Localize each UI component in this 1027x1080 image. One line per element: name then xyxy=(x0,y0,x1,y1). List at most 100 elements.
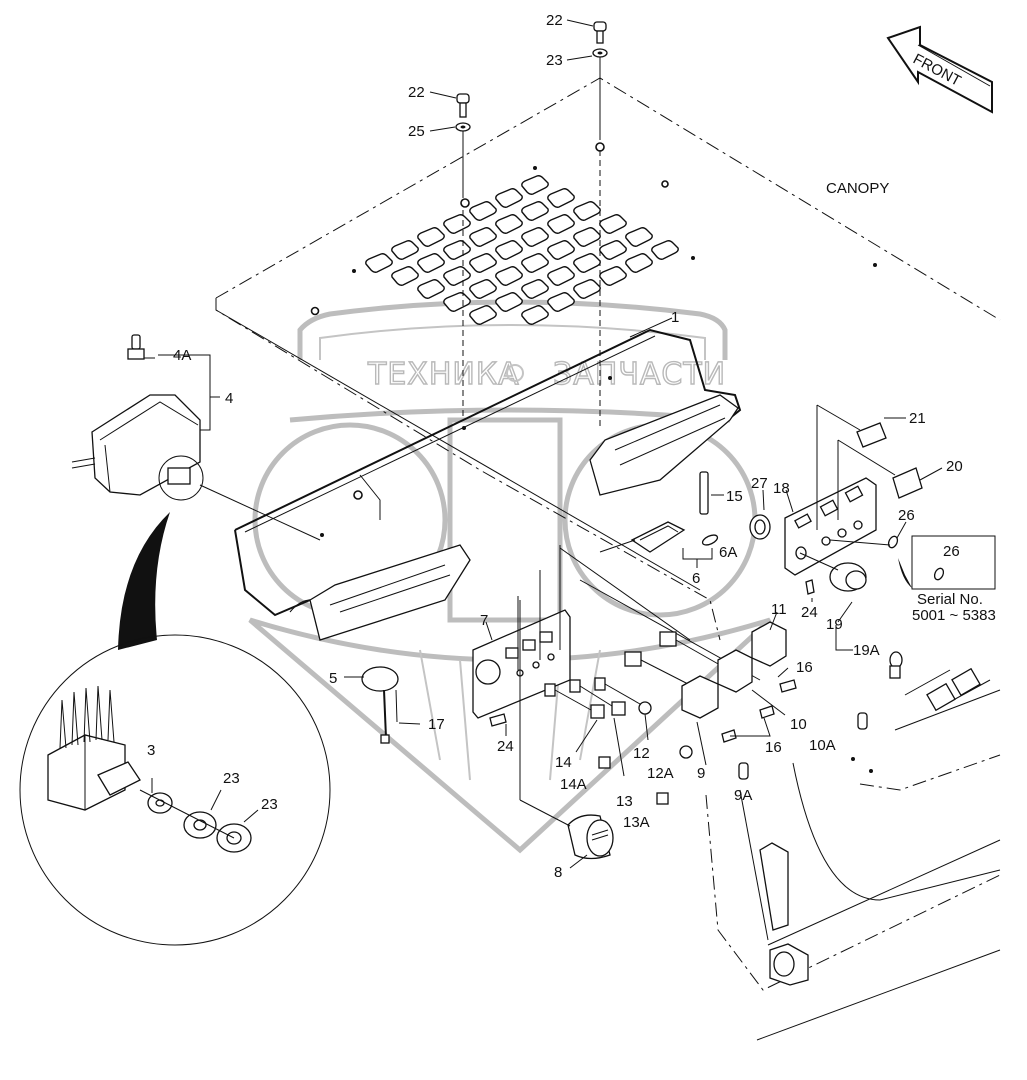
canopy-outline: CANOPY xyxy=(215,77,1001,641)
vent-slot xyxy=(443,266,471,286)
lamp-bulb-icon xyxy=(127,334,155,360)
serial-note-box: 26 Serial No. 5001 ~ 5383 xyxy=(898,535,996,624)
ignition-switch-19 xyxy=(799,552,867,592)
callout-6a: 6A xyxy=(719,544,737,561)
vent-slot xyxy=(573,227,601,247)
callout-18: 18 xyxy=(773,480,790,497)
relays xyxy=(681,621,787,719)
vent-slot xyxy=(443,240,471,260)
callout-26: 26 xyxy=(898,507,915,524)
vent-slot xyxy=(547,292,575,312)
vent-slot xyxy=(495,240,523,260)
vent-slot xyxy=(547,266,575,286)
vent-slot xyxy=(599,214,627,234)
callout-6: 6 xyxy=(692,570,700,587)
callout-12: 12 xyxy=(633,745,650,762)
callout-27: 27 xyxy=(751,475,768,492)
vent-slot xyxy=(625,253,653,273)
vent-slot xyxy=(495,292,523,312)
callout-17: 17 xyxy=(428,716,445,733)
callout-19: 19 xyxy=(826,616,843,633)
callout-14: 14 xyxy=(555,754,572,771)
serial-note-line1: Serial No. xyxy=(917,591,983,608)
vent-slot xyxy=(573,201,601,221)
callout-13: 13 xyxy=(616,793,633,810)
callout-10: 10 xyxy=(790,716,807,733)
callout-25: 25 xyxy=(408,123,425,140)
key-19a-icon xyxy=(889,651,903,679)
canopy-label: CANOPY xyxy=(826,180,889,197)
vent-slot xyxy=(443,292,471,312)
vent-slot xyxy=(417,279,445,299)
vent-slot xyxy=(417,227,445,247)
callout-4: 4 xyxy=(225,390,233,407)
bolt-22-left xyxy=(455,93,471,420)
vent-slot xyxy=(547,214,575,234)
vent-slot xyxy=(547,240,575,260)
console-housing xyxy=(234,328,742,641)
detail-view-circle xyxy=(19,634,331,946)
vent-slot xyxy=(469,201,497,221)
canopy-lower-frame xyxy=(705,667,1001,1041)
vent-slot xyxy=(391,240,419,260)
switch-cover-21 xyxy=(856,422,887,448)
callout-22: 22 xyxy=(408,84,425,101)
vent-slot xyxy=(521,305,549,325)
callout-11: 11 xyxy=(771,601,787,618)
callout-labels: 22 23 22 25 1 4A 4 21 20 27 18 15 26 6A … xyxy=(147,12,963,881)
vent-slot xyxy=(469,227,497,247)
callout-12a: 12A xyxy=(647,765,674,782)
vent-slot xyxy=(521,279,549,299)
callout-8: 8 xyxy=(554,864,562,881)
callout-5: 5 xyxy=(329,670,337,687)
serial-note-part: 26 xyxy=(943,543,960,560)
vent-slot xyxy=(573,253,601,273)
vent-slot xyxy=(365,253,393,273)
rocker-switch-20 xyxy=(892,467,923,499)
callout-9: 9 xyxy=(697,765,705,782)
vent-slot xyxy=(573,279,601,299)
power-socket-8 xyxy=(567,814,614,860)
vent-slot xyxy=(469,253,497,273)
vent-slot xyxy=(521,175,549,195)
callout-24: 24 xyxy=(801,604,818,621)
callout-23: 23 xyxy=(223,770,240,787)
dome-light-6 xyxy=(599,471,719,553)
vent-slot xyxy=(391,266,419,286)
vent-slot xyxy=(443,214,471,234)
leader-lines xyxy=(151,19,943,869)
callout-15: 15 xyxy=(726,488,743,505)
watermark-left-text: ТЕХНИКА xyxy=(367,357,520,392)
callout-20: 20 xyxy=(946,458,963,475)
vent-slot xyxy=(599,266,627,286)
vent-slot xyxy=(625,227,653,247)
callout-24: 24 xyxy=(497,738,514,755)
callout-7: 7 xyxy=(480,612,488,629)
detail-pointer-arrow xyxy=(118,512,170,650)
vent-slot xyxy=(521,253,549,273)
vent-slot xyxy=(651,240,679,260)
cover-plate-5 xyxy=(361,666,399,744)
watermark-gear-icon xyxy=(506,364,524,382)
vent-slot xyxy=(599,240,627,260)
callout-13a: 13A xyxy=(623,814,650,831)
small-parts xyxy=(361,471,868,860)
vent-slot xyxy=(521,201,549,221)
callout-23: 23 xyxy=(546,52,563,69)
vent-slot xyxy=(521,227,549,247)
vent-slot xyxy=(417,253,445,273)
vent-slot xyxy=(469,305,497,325)
callout-10a: 10A xyxy=(809,737,836,754)
callout-14a: 14A xyxy=(560,776,587,793)
canopy-vent-grid xyxy=(365,175,679,325)
callout-19a: 19A xyxy=(853,642,880,659)
serial-note-line2: 5001 ~ 5383 xyxy=(912,607,996,624)
vent-slot xyxy=(495,188,523,208)
callout-16: 16 xyxy=(765,739,782,756)
callout-9a: 9A xyxy=(734,787,752,804)
vent-slot xyxy=(495,214,523,234)
vent-slot xyxy=(495,266,523,286)
callout-1: 1 xyxy=(671,309,679,326)
switch-panel-right xyxy=(749,404,923,679)
